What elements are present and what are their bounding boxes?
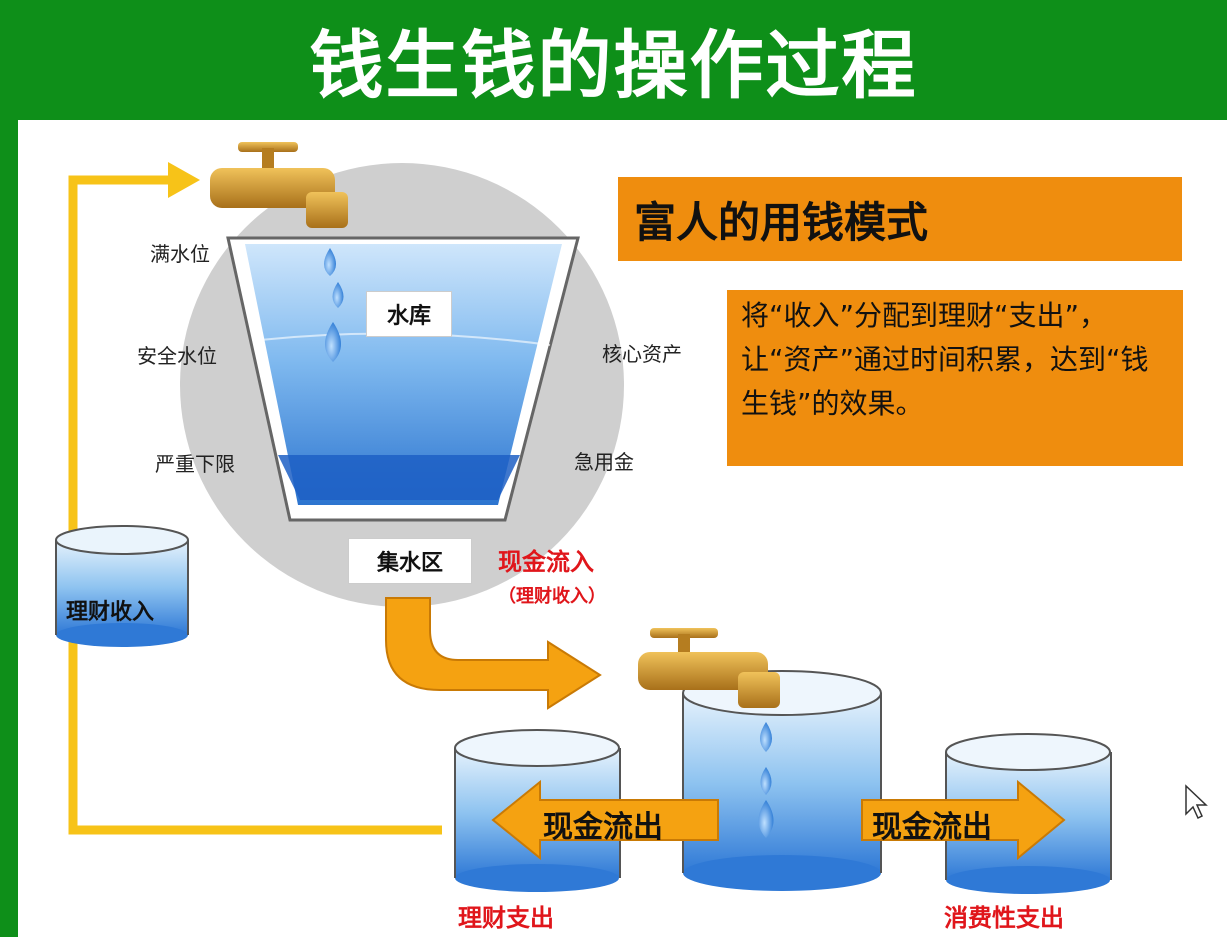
cursor-icon: [1185, 784, 1208, 820]
tank-center: [682, 670, 882, 891]
label-full-level: 满水位: [150, 242, 210, 266]
page-title: 钱生钱的操作过程: [309, 22, 918, 109]
inflow-arrow: [385, 597, 602, 710]
outflow-right-caption: 消费性支出: [944, 904, 1064, 932]
outflow-left-caption: 理财支出: [458, 904, 554, 932]
description-box: 将“收入”分配到理财“支出”，让“资产”通过时间积累，达到“钱生钱”的效果。: [727, 290, 1183, 466]
mode-title-box: 富人的用钱模式: [618, 177, 1182, 261]
inflow-label: 现金流入: [498, 548, 594, 576]
return-loop-line: [68, 162, 442, 835]
outflow-left-arrow-label: 现金流出: [543, 810, 663, 845]
label-core-assets: 核心资产: [602, 342, 682, 366]
label-emergency-fund: 急用金: [574, 450, 634, 474]
outflow-right-arrow-label: 现金流出: [872, 810, 992, 845]
label-lower-limit: 严重下限: [155, 452, 235, 476]
faucet-icon-top: [210, 142, 348, 228]
reservoir-label: 水库: [366, 291, 452, 337]
reservoir-basin: [226, 236, 580, 522]
tank-left-income: [55, 525, 189, 647]
outflow-arrow-left: [491, 779, 719, 861]
collection-area-label: 集水区: [348, 538, 472, 584]
label-safe-level: 安全水位: [137, 344, 217, 368]
inflow-sublabel: （理财收入）: [498, 586, 606, 607]
left-tank-label: 理财收入: [66, 600, 155, 625]
faucet-icon-bottom: [638, 628, 780, 708]
water-drop-icons-bottom: [758, 722, 774, 838]
water-drop-icons: [324, 248, 344, 362]
outflow-arrow-right: [861, 779, 1066, 861]
